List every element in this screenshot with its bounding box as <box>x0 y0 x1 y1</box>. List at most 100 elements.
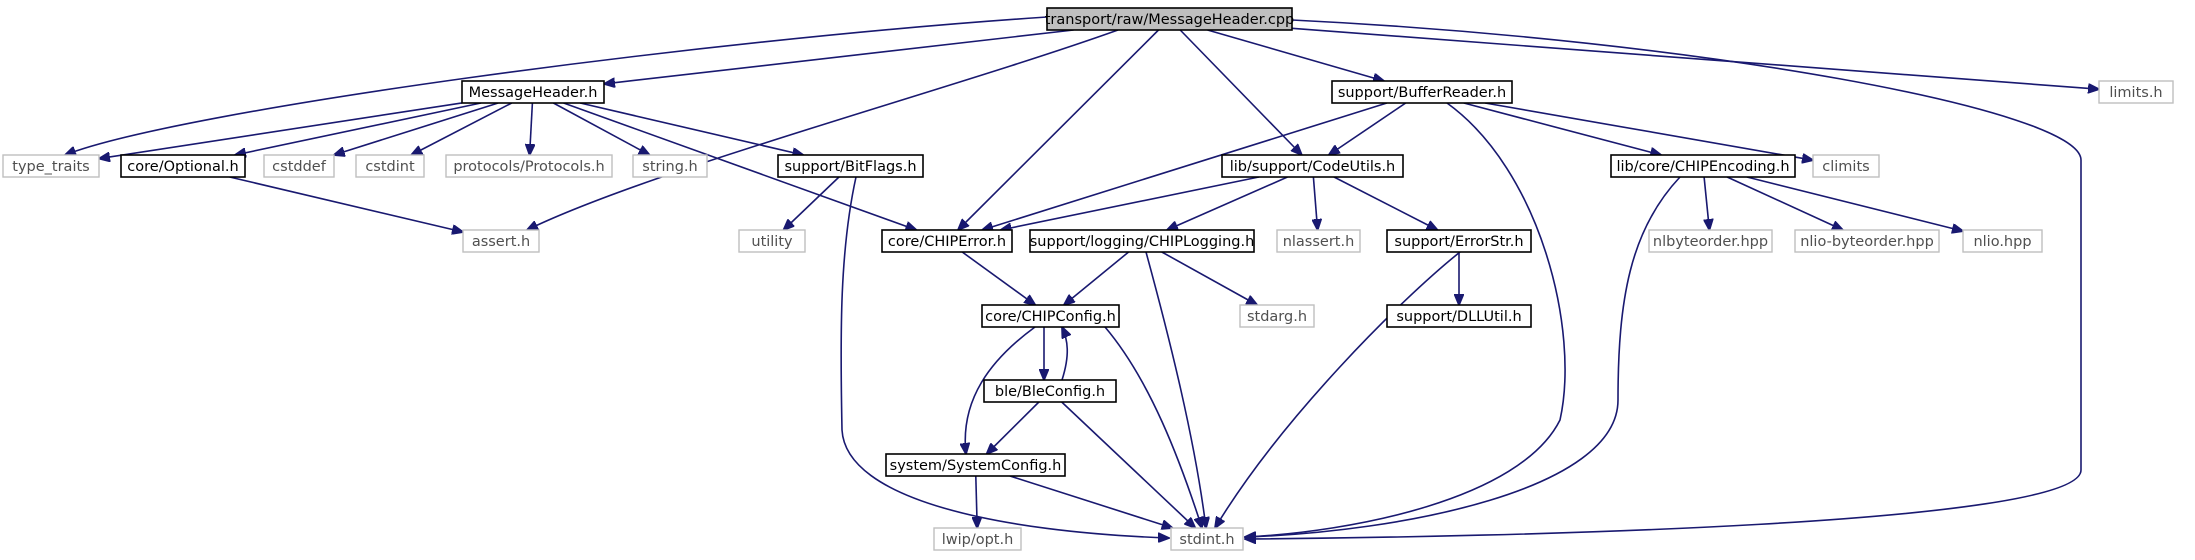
edge-root-to-codeutils_h <box>1179 29 1302 155</box>
node-box <box>632 154 708 178</box>
node-protocols-h[interactable]: protocols/Protocols.h <box>445 154 613 178</box>
node-box <box>885 453 1066 477</box>
edge-messageheader_h-to-string_h <box>553 102 649 155</box>
edge-bleconfig_h-to-systemconfig_h <box>987 401 1040 454</box>
node-label: stdarg.h <box>1247 309 1307 325</box>
node-label: core/CHIPConfig.h <box>985 309 1116 325</box>
node-label: nlassert.h <box>1283 234 1355 250</box>
node-label: core/CHIPError.h <box>888 234 1006 250</box>
edge-messageheader_h-to-chiperror_h <box>563 102 917 230</box>
node-box <box>1610 154 1796 178</box>
node-optional-h[interactable]: core/Optional.h <box>120 154 246 178</box>
node-nlio-hpp[interactable]: nlio.hpp <box>1962 229 2043 253</box>
node-chipencoding-h[interactable]: lib/core/CHIPEncoding.h <box>1610 154 1796 178</box>
edge-root-to-messageheader_h <box>604 29 1074 84</box>
edge-messageheader_h-to-optional_h <box>235 102 482 155</box>
node-label: lib/core/CHIPEncoding.h <box>1616 159 1789 175</box>
edge-root-to-assert_h <box>527 29 1119 230</box>
edge-bitflags_h-to-stdint_h <box>840 176 1169 538</box>
node-box <box>933 527 1022 551</box>
node-lwip-opt-h[interactable]: lwip/opt.h <box>933 527 1022 551</box>
node-box <box>1046 7 1293 31</box>
node-stdint-h[interactable]: stdint.h <box>1170 527 1244 551</box>
node-cstddef[interactable]: cstddef <box>263 154 335 178</box>
node-bufferreader-h[interactable]: support/BufferReader.h <box>1331 80 1513 104</box>
file-nodes: transport/raw/MessageHeader.cppMessageHe… <box>2 7 2174 551</box>
node-label: support/BitFlags.h <box>784 159 916 175</box>
node-box <box>1331 80 1513 104</box>
node-root[interactable]: transport/raw/MessageHeader.cpp <box>1045 7 1294 31</box>
node-codeutils-h[interactable]: lib/support/CodeUtils.h <box>1221 154 1404 178</box>
node-label: support/BufferReader.h <box>1338 85 1506 101</box>
node-chipconfig-h[interactable]: core/CHIPConfig.h <box>981 304 1120 328</box>
node-systemconfig-h[interactable]: system/SystemConfig.h <box>885 453 1066 477</box>
node-nlio-byteorder-hpp[interactable]: nlio-byteorder.hpp <box>1794 229 1940 253</box>
node-box <box>1029 229 1255 253</box>
edge-messageheader_h-to-type_traits <box>99 102 463 159</box>
edge-root-to-type_traits <box>65 16 1048 155</box>
node-label: string.h <box>642 159 697 175</box>
node-label: limits.h <box>2109 85 2162 101</box>
node-assert-h[interactable]: assert.h <box>462 229 540 253</box>
node-label: support/DLLUtil.h <box>1396 309 1521 325</box>
node-string-h[interactable]: string.h <box>632 154 708 178</box>
node-bitflags-h[interactable]: support/BitFlags.h <box>777 154 924 178</box>
node-box <box>1386 229 1532 253</box>
node-box <box>355 154 425 178</box>
node-box <box>777 154 924 178</box>
edge-codeutils_h-to-errorstr_h <box>1333 176 1438 230</box>
node-label: lib/support/CodeUtils.h <box>1230 159 1396 175</box>
node-box <box>1239 304 1315 328</box>
edge-bleconfig_h-to-chipconfig_h <box>1062 327 1067 381</box>
edge-chiperror_h-to-chipconfig_h <box>961 251 1035 305</box>
node-box <box>1221 154 1404 178</box>
edge-bufferreader_h-to-chipencoding_h <box>1463 102 1661 155</box>
node-climits[interactable]: climits <box>1812 154 1880 178</box>
edge-root-to-limits_h <box>1291 27 2099 89</box>
node-box <box>881 229 1013 253</box>
node-label: core/Optional.h <box>127 159 238 175</box>
node-cstdint[interactable]: cstdint <box>355 154 425 178</box>
edge-bufferreader_h-to-codeutils_h <box>1329 102 1407 155</box>
node-label: nlio-byteorder.hpp <box>1800 234 1934 250</box>
node-utility[interactable]: utility <box>738 229 806 253</box>
node-label: support/logging/CHIPLogging.h <box>1030 234 1255 250</box>
node-type-traits[interactable]: type_traits <box>2 154 100 178</box>
node-box <box>983 379 1117 403</box>
edge-bufferreader_h-to-chiperror_h <box>982 102 1388 230</box>
node-chiperror-h[interactable]: core/CHIPError.h <box>881 229 1013 253</box>
node-label: type_traits <box>12 159 89 175</box>
node-box <box>1794 229 1940 253</box>
node-dllutil-h[interactable]: support/DLLUtil.h <box>1386 304 1532 328</box>
node-stdarg-h[interactable]: stdarg.h <box>1239 304 1315 328</box>
node-limits-h[interactable]: limits.h <box>2098 80 2174 104</box>
dependency-edges <box>65 16 2099 539</box>
node-box <box>1812 154 1880 178</box>
node-errorstr-h[interactable]: support/ErrorStr.h <box>1386 229 1532 253</box>
edge-messageheader_h-to-cstdint <box>411 102 513 155</box>
node-box <box>462 229 540 253</box>
node-box <box>2 154 100 178</box>
edge-root-to-stdint_h <box>1245 19 2082 539</box>
node-box <box>1648 229 1773 253</box>
node-bleconfig-h[interactable]: ble/BleConfig.h <box>983 379 1117 403</box>
node-box <box>120 154 246 178</box>
edge-messageheader_h-to-protocols_h <box>530 102 533 155</box>
node-nlbyteorder-hpp[interactable]: nlbyteorder.hpp <box>1648 229 1773 253</box>
edge-root-to-bufferreader_h <box>1207 29 1385 81</box>
node-label: support/ErrorStr.h <box>1394 234 1523 250</box>
node-box <box>1386 304 1532 328</box>
node-label: ble/BleConfig.h <box>995 384 1105 400</box>
edge-errorstr_h-to-stdint_h <box>1215 251 1461 528</box>
edge-messageheader_h-to-cstddef <box>334 102 499 155</box>
node-box <box>981 304 1120 328</box>
edge-chipencoding_h-to-nlbyteorder_hpp <box>1703 176 1709 230</box>
node-nlassert-h[interactable]: nlassert.h <box>1276 229 1361 253</box>
node-chiplogging-h[interactable]: support/logging/CHIPLogging.h <box>1029 229 1255 253</box>
node-messageheader-h[interactable]: MessageHeader.h <box>461 80 605 104</box>
node-label: lwip/opt.h <box>942 532 1014 548</box>
edge-chiplogging_h-to-stdint_h <box>1145 251 1206 528</box>
node-box <box>1962 229 2043 253</box>
node-label: transport/raw/MessageHeader.cpp <box>1045 12 1294 28</box>
node-label: utility <box>751 234 793 250</box>
